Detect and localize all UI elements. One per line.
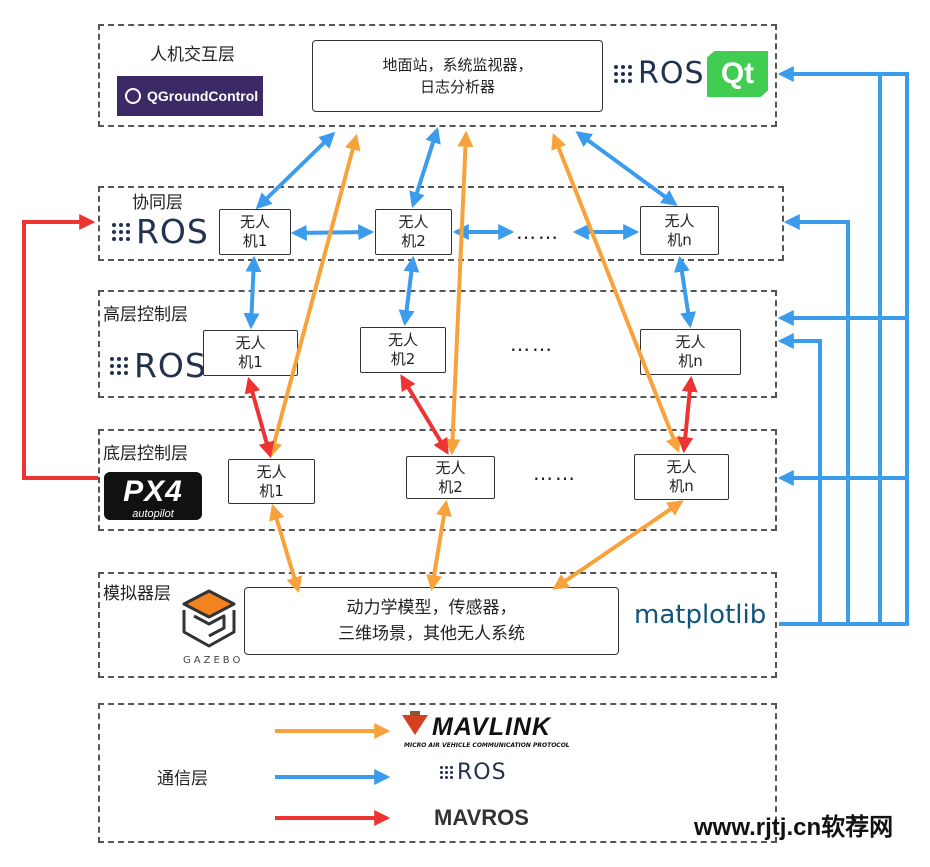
communication-layer	[98, 703, 777, 843]
ros-bus-to-coop	[783, 214, 850, 624]
ros-logo-hci: ROS	[614, 56, 705, 91]
uav-label-line2: 机1	[259, 481, 284, 500]
mavlink-link-hci-low-n	[551, 133, 681, 453]
ros-dots-icon	[112, 222, 130, 241]
uav-label-line2: 机2	[401, 232, 426, 250]
mavlink-logo: MAVLINK	[432, 713, 552, 741]
watermark: www.rjtj.cn软荐网	[694, 814, 894, 841]
ros-link-coop-high-n	[674, 255, 696, 329]
low-uav-1: 无人机1	[228, 459, 315, 504]
qgroundcontrol-logo: QGroundControl	[117, 76, 263, 116]
uav-label-line1: 无人	[239, 213, 270, 231]
ros-link-hci-coop-1	[255, 131, 336, 210]
hci-layer	[98, 24, 777, 127]
ros-logo-text: ROS	[136, 212, 209, 251]
mavlink-link-low-sim-1	[269, 503, 302, 594]
px4-logo-subtext: autopilot	[132, 508, 174, 520]
mavlink-logo-subtext: MICRO AIR VEHICLE COMMUNICATION PROTOCOL	[404, 742, 570, 749]
ros-link-hci-coop-n	[575, 131, 678, 206]
uav-label-line1: 无人	[435, 458, 466, 477]
qt-logo-text: Qt	[720, 57, 755, 90]
low-uav-2: 无人机2	[406, 456, 495, 499]
uav-label-line2: 机1	[242, 232, 268, 250]
ros-dots-icon	[440, 766, 453, 779]
ros-logo-high: ROS	[110, 346, 207, 385]
uav-label-line2: 机2	[438, 477, 463, 496]
mavros-label: MAVROS	[434, 805, 529, 830]
ros-logo-text: ROS	[457, 760, 507, 785]
ros-dots-icon	[110, 356, 128, 375]
high-ellipsis: ……	[510, 332, 554, 356]
ros-logo-text: ROS	[638, 56, 705, 91]
ros-link-hci-coop-2	[409, 126, 441, 209]
matplotlib-logo: matplotlib	[634, 600, 767, 630]
mavros-loop-low-coop	[22, 214, 98, 480]
coop-ellipsis: ……	[516, 220, 560, 244]
ros-dots-icon	[614, 64, 632, 83]
uav-label-line2: 机1	[238, 353, 263, 371]
ground-station-line2: 日志分析器	[419, 78, 495, 96]
simulator-layer-title: 模拟器层	[103, 584, 171, 604]
uav-label-line2: 机n	[678, 352, 703, 370]
ros-bus-to-high-b	[777, 333, 822, 624]
uav-label-line1: 无人	[398, 213, 429, 231]
uav-label-line1: 无人	[666, 458, 697, 476]
simulator-line2: 三维场景，其他无人系统	[338, 624, 525, 644]
ros-bus-matplotlib-qt	[777, 66, 909, 626]
coop-uav-2: 无人机2	[375, 209, 452, 255]
coop-layer	[98, 186, 784, 261]
hci-layer-title: 人机交互层	[150, 45, 235, 65]
high-control-layer-title: 高层控制层	[103, 305, 188, 325]
simulator-line1: 动力学模型，传感器，	[346, 598, 517, 618]
ros-link-coop-high-1	[243, 255, 262, 330]
low-ellipsis: ……	[533, 461, 577, 485]
qgc-q-icon	[125, 88, 141, 104]
mavros-link-high-low-1	[244, 376, 275, 459]
ros-logo-coop: ROS	[112, 212, 209, 251]
mavlink-link-low-sim-n	[552, 500, 684, 590]
px4-logo-text: PX4	[123, 475, 183, 508]
ros-logo-legend: ROS	[440, 760, 507, 785]
gazebo-cube-icon	[182, 589, 236, 648]
mavlink-link-hci-low-1	[266, 133, 361, 459]
uav-label-line1: 无人	[387, 331, 418, 349]
mavlink-link-low-sim-2	[426, 499, 452, 592]
mavlink-link-hci-low-2	[444, 130, 474, 456]
uav-label-line1: 无人	[256, 462, 287, 481]
gazebo-logo-text: GAZEBO	[183, 655, 244, 666]
mavros-link-high-low-2	[400, 374, 449, 455]
low-control-layer-title: 底层控制层	[103, 444, 188, 464]
mavros-link-high-low-n	[677, 375, 698, 454]
ros-logo-text: ROS	[134, 346, 207, 385]
ground-station-node: 地面站，系统监视器， 日志分析器	[312, 40, 603, 112]
ros-link-coop-high-2	[398, 255, 420, 327]
low-uav-n: 无人机n	[634, 454, 729, 500]
px4-logo: PX4 autopilot	[104, 472, 202, 520]
uav-label-line1: 无人	[235, 334, 266, 352]
coop-layer-title: 协同层	[132, 193, 183, 213]
ground-station-line1: 地面站，系统监视器，	[382, 56, 533, 74]
uav-label-line1: 无人	[675, 333, 706, 351]
uav-label-line2: 机n	[669, 477, 694, 495]
qgc-logo-text: QGroundControl	[147, 88, 259, 104]
mavlink-emblem-icon	[402, 711, 428, 735]
high-uav-2: 无人机2	[360, 327, 446, 373]
qt-logo: Qt	[707, 51, 768, 97]
simulator-node: 动力学模型，传感器， 三维场景，其他无人系统	[244, 587, 619, 655]
communication-layer-title: 通信层	[157, 769, 208, 789]
uav-label-line2: 机2	[390, 350, 416, 368]
